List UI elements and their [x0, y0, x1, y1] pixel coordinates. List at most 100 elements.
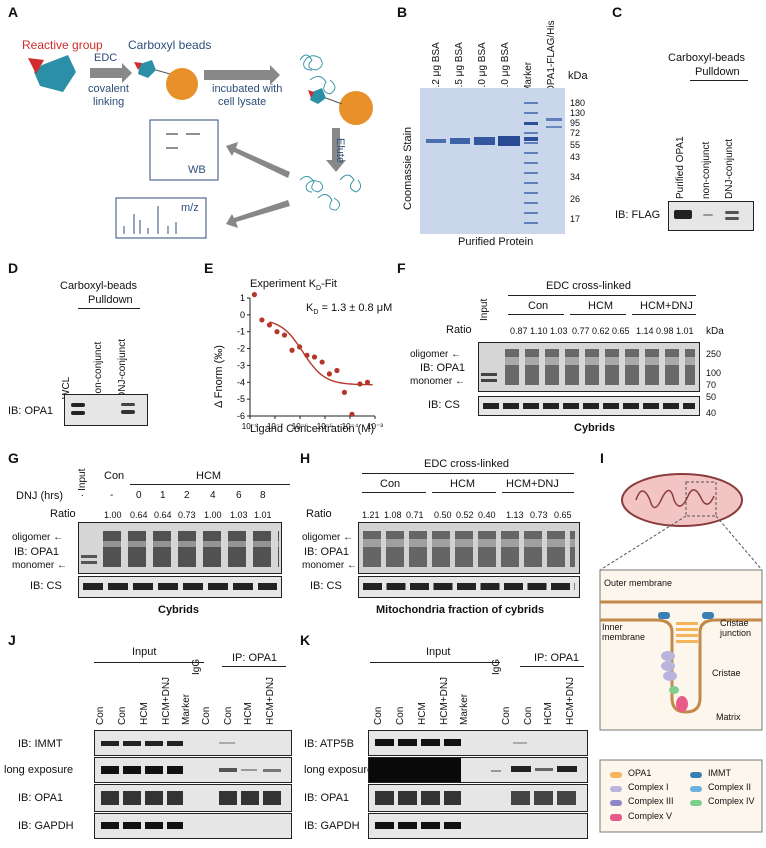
f-ib-opa1: IB: OPA1 — [420, 362, 466, 374]
h-ratio-label: Ratio — [306, 508, 332, 520]
e-title: Experiment KD-Fit — [250, 278, 337, 293]
e-data-point — [266, 322, 273, 328]
k-lane-5: Marker — [459, 693, 470, 725]
panel-i-diagram — [599, 473, 763, 833]
e-data-point — [349, 411, 355, 417]
wb-label: WB — [188, 164, 206, 176]
h-ratio-4: 0.50 — [434, 510, 452, 520]
e-kd: KD = 1.3 ± 0.8 μM — [306, 302, 393, 317]
e-y-tick-label: -5 — [237, 394, 245, 404]
g-ib-opa1: IB: OPA1 — [14, 546, 60, 558]
i-cristae: Cristae — [712, 668, 741, 678]
h-group-hcm: HCM — [450, 478, 476, 490]
j-lane-3: HCM — [139, 702, 150, 725]
d-ib-opa1: IB: OPA1 — [8, 405, 54, 417]
e-data-point — [304, 352, 310, 358]
i-legend-complex-iii: Complex III — [628, 796, 674, 806]
carboxyl-beads-label: Carboxyl beads — [128, 38, 212, 52]
g-oligomer: oligomer ← — [12, 532, 64, 543]
h-opa1-blot — [358, 522, 580, 574]
cell-lysate-label: cell lysate — [218, 96, 267, 108]
b-marker-130: 130 — [570, 108, 586, 118]
g-hrs-2: 0 — [136, 490, 142, 501]
e-y-tick-label: 0 — [240, 310, 245, 320]
e-fit-curve — [269, 321, 373, 386]
i-legend-complex-i: Complex I — [628, 782, 669, 792]
j-row-gapdh: IB: GAPDH — [18, 820, 74, 832]
reactive-group-label: Reactive group — [22, 38, 103, 52]
f-footer: Cybrids — [574, 422, 615, 434]
c-title-1: Carboxyl-beads — [668, 52, 746, 64]
i-legend-complex-iv: Complex IV — [708, 796, 755, 806]
e-data-point — [319, 359, 325, 365]
e-data-point — [259, 317, 265, 323]
j-blot-opa1 — [94, 784, 292, 812]
panel-label-f: F — [397, 260, 406, 276]
panel-label-h: H — [300, 450, 311, 466]
e-y-tick-label: -1 — [237, 327, 245, 337]
k-blot-opa1 — [368, 784, 588, 812]
b-lane-4: 2.0 μg BSA — [500, 42, 511, 93]
c-lane-1: Purified OPA1 — [675, 136, 686, 199]
e-data-point — [274, 329, 280, 335]
k-lane-3: HCM — [417, 702, 428, 725]
i-inner-1: Inner — [602, 622, 623, 632]
e-x-tick-label: 10⁻⁴ — [342, 422, 359, 431]
panel-label-b: B — [397, 4, 408, 20]
k-input: Input — [426, 646, 451, 658]
g-footer: Cybrids — [158, 604, 199, 616]
f-opa1-blot — [478, 342, 700, 392]
j-lane-2: Con — [117, 706, 128, 725]
f-group-hcm-dnj: HCM+DNJ — [640, 300, 693, 312]
f-ib-cs: IB: CS — [428, 399, 460, 411]
j-lane-5: Marker — [181, 693, 192, 725]
h-ratio-7: 1.13 — [506, 510, 524, 520]
h-ratio-2: 1.08 — [384, 510, 402, 520]
f-kda: kDa — [706, 326, 724, 337]
e-data-point — [281, 332, 288, 338]
k-row-atp5b: IB: ATP5B — [304, 738, 354, 750]
h-ratio-8: 0.73 — [530, 510, 548, 520]
i-matrix: Matrix — [716, 712, 741, 722]
f-ratio-4: 0.77 — [572, 326, 590, 336]
k-lane-9: HCM+DNJ — [565, 676, 576, 725]
e-y-tick-label: -6 — [237, 411, 245, 421]
e-x-tick-label: 10⁻⁵ — [317, 422, 333, 431]
panel-label-c: C — [612, 4, 623, 20]
b-xlabel: Purified Protein — [458, 236, 534, 248]
k-lane-1: Con — [373, 706, 384, 725]
c-ib-flag: IB: FLAG — [615, 209, 661, 221]
i-legend-opa1: OPA1 — [628, 768, 652, 778]
k-lane-2: Con — [395, 706, 406, 725]
mz-label: m/z — [181, 202, 199, 214]
b-lane-2: 0.5 μg BSA — [454, 42, 465, 93]
e-y-tick-label: 1 — [240, 293, 245, 303]
j-ip: IP: OPA1 — [232, 652, 278, 664]
j-lane-9: HCM+DNJ — [265, 676, 276, 725]
e-x-tick-label: 10⁻⁸ — [242, 422, 259, 431]
edc-label: EDC — [94, 52, 118, 64]
i-legend-complex-v: Complex V — [628, 811, 673, 821]
g-ratio-3: 0.64 — [154, 510, 172, 520]
g-ratio-4: 0.73 — [178, 510, 196, 520]
j-lane-1: Con — [95, 706, 106, 725]
h-header: EDC cross-linked — [424, 458, 509, 470]
g-hrs-5: 4 — [210, 490, 216, 501]
f-input: Input — [479, 298, 490, 321]
i-legend-complex-ii: Complex II — [708, 782, 752, 792]
elute-label: Elute — [334, 138, 346, 164]
i-inner-2: membrane — [602, 632, 646, 642]
j-lane-8: HCM — [243, 702, 254, 725]
g-cs-blot — [78, 576, 282, 598]
h-ratio-9: 0.65 — [554, 510, 572, 520]
e-data-point — [326, 371, 333, 377]
f-ratio-9: 1.01 — [676, 326, 694, 336]
j-row-immt: IB: IMMT — [18, 738, 63, 750]
g-dnj-label: DNJ (hrs) — [16, 490, 64, 502]
e-data-point — [334, 367, 340, 374]
f-ratio-3: 1.03 — [550, 326, 568, 336]
e-data-point — [364, 379, 371, 385]
h-ib-cs: IB: CS — [310, 580, 342, 592]
j-lane-4: HCM+DNJ — [161, 676, 172, 725]
d-title-1: Carboxyl-beads — [60, 280, 138, 292]
